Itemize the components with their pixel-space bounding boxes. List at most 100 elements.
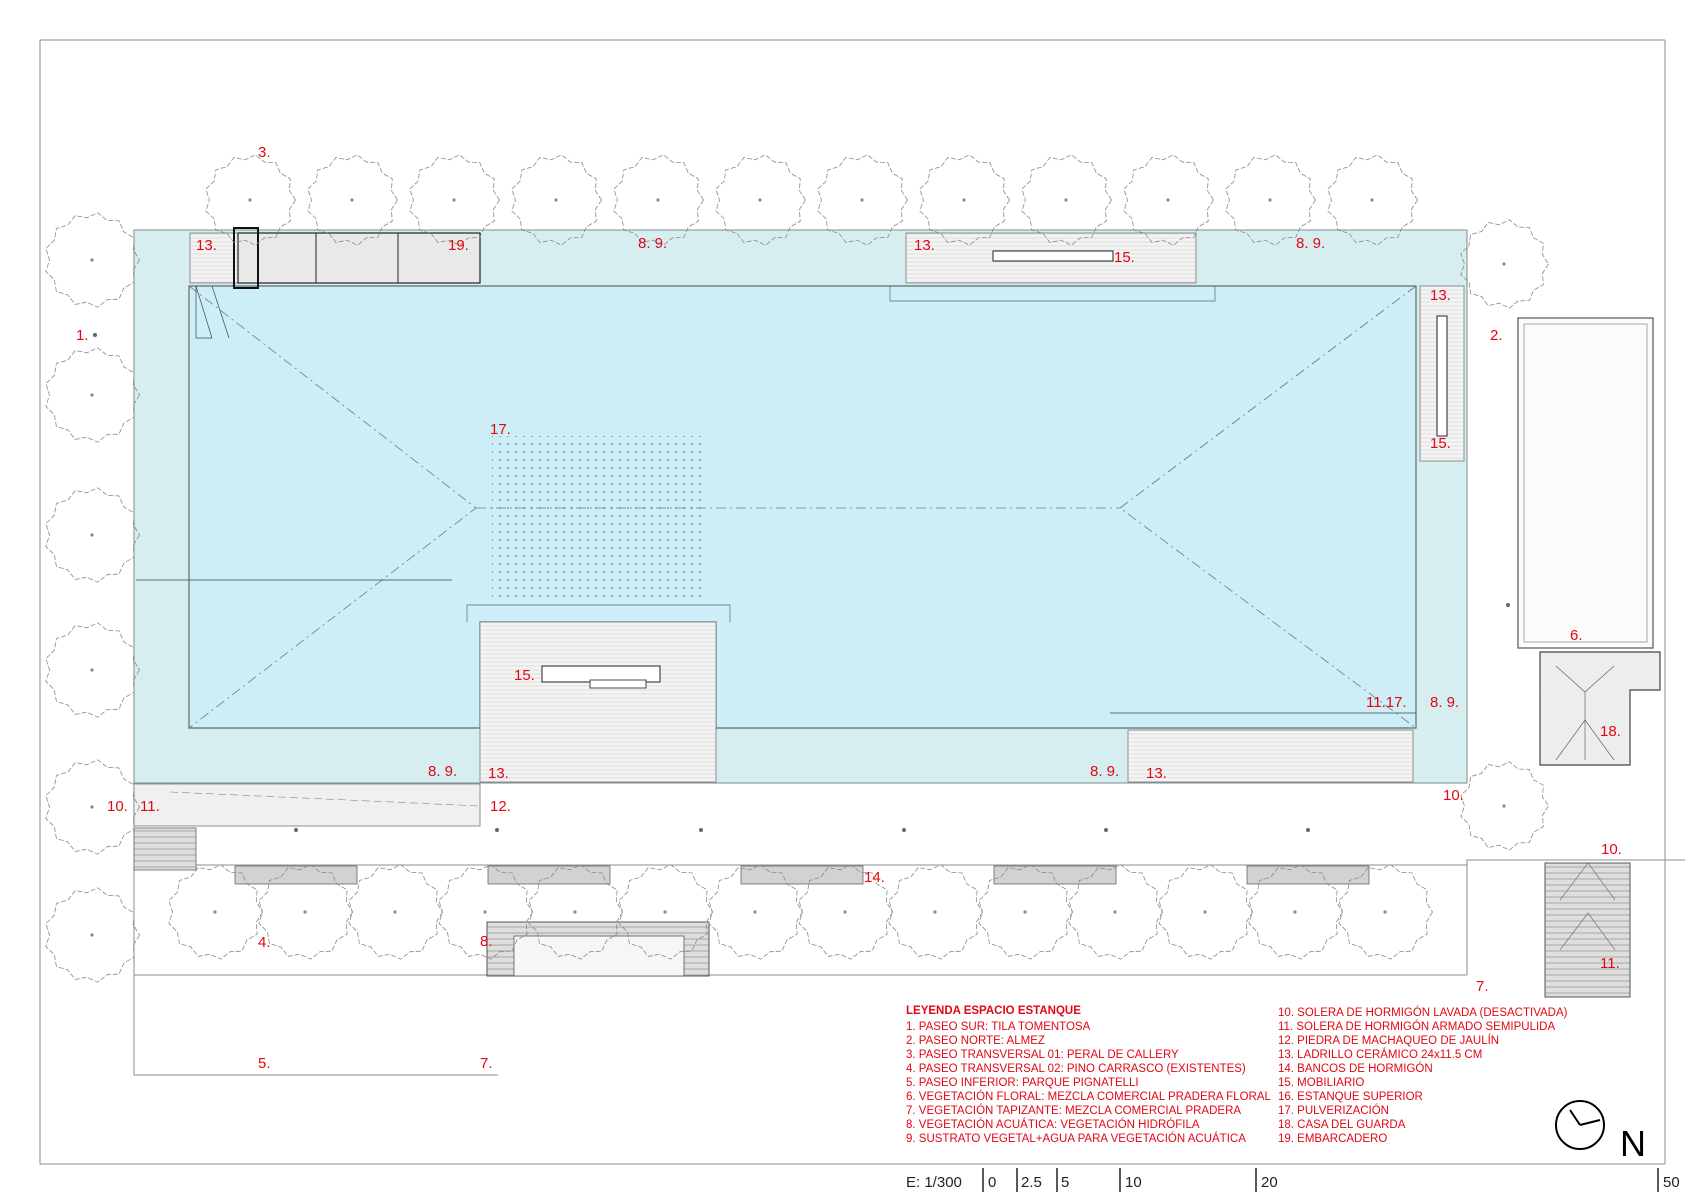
label-2: 2. xyxy=(1490,327,1503,344)
legend: LEYENDA ESPACIO ESTANQUE 1. PASEO SUR: T… xyxy=(906,1005,1568,1145)
tree-canopy-icon xyxy=(307,154,398,246)
legend-item: 12. PIEDRA DE MACHAQUEO DE JAULÍN xyxy=(1278,1034,1499,1047)
tree-trunk-icon xyxy=(248,198,252,202)
label-15: 15. xyxy=(1430,435,1451,452)
tree-canopy-icon xyxy=(613,154,704,246)
label-8-9: 8. 9. xyxy=(1090,763,1119,780)
tree-trunk-icon xyxy=(1064,198,1068,202)
tree-canopy-icon xyxy=(348,864,443,960)
tree-canopy-icon xyxy=(45,487,140,583)
legend-item: 14. BANCOS DE HORMIGÓN xyxy=(1278,1062,1433,1075)
legend-item: 17. PULVERIZACIÓN xyxy=(1278,1104,1389,1117)
tree-canopy-icon xyxy=(919,154,1010,246)
label-15: 15. xyxy=(514,667,535,684)
label-11: 11. xyxy=(1600,955,1620,972)
scale-bar: E: 1/300 0 2.5 5 10 20 50 xyxy=(906,1168,1680,1192)
tree-canopy-icon xyxy=(45,347,140,443)
pulverization-grid xyxy=(492,436,706,598)
label-13: 13. xyxy=(1146,765,1167,782)
tree-trunk-icon xyxy=(758,198,762,202)
tree-canopy-icon xyxy=(168,864,263,960)
label-13: 13. xyxy=(914,237,935,254)
trees xyxy=(45,154,1549,983)
tree-canopy-icon xyxy=(45,759,140,855)
label-8-9: 8. 9. xyxy=(1430,694,1459,711)
lamp-posts xyxy=(93,333,1510,832)
tree-trunk-icon xyxy=(1370,198,1374,202)
tree-canopy-icon xyxy=(978,864,1073,960)
label-8-9: 8. 9. xyxy=(428,763,457,780)
tree-canopy-icon xyxy=(258,864,353,960)
tree-canopy-icon xyxy=(438,864,533,960)
tree-trunk-icon xyxy=(483,910,487,914)
tree-canopy-icon xyxy=(1021,154,1112,246)
label-17: 17. xyxy=(490,421,511,438)
scale-label: E: 1/300 xyxy=(906,1174,962,1191)
label-12: 12. xyxy=(490,798,511,815)
tree-canopy-icon xyxy=(1225,154,1316,246)
tree-trunk-icon xyxy=(213,910,217,914)
tree-canopy-icon xyxy=(1123,154,1214,246)
scale-mark: 20 xyxy=(1261,1174,1278,1191)
legend-item: 16. ESTANQUE SUPERIOR xyxy=(1278,1091,1423,1103)
label-10: 10. xyxy=(1601,841,1622,858)
scale-mark: 2.5 xyxy=(1021,1174,1042,1191)
tree-canopy-icon xyxy=(528,864,623,960)
tree-trunk-icon xyxy=(656,198,660,202)
legend-item: 15. MOBILIARIO xyxy=(1278,1077,1364,1089)
tree-canopy-icon xyxy=(45,887,140,983)
sheet-frame xyxy=(39,39,1666,1165)
legend-item: 5. PASEO INFERIOR: PARQUE PIGNATELLI xyxy=(906,1077,1139,1089)
scale-mark: 50 xyxy=(1663,1174,1680,1191)
label-6: 6. xyxy=(1570,627,1583,644)
legend-item: 7. VEGETACIÓN TAPIZANTE: MEZCLA COMERCIA… xyxy=(906,1104,1241,1117)
tree-trunk-icon xyxy=(90,393,94,397)
label-19: 19. xyxy=(448,237,469,254)
legend-title: LEYENDA ESPACIO ESTANQUE xyxy=(906,1005,1081,1017)
furniture xyxy=(541,250,1448,689)
tree-trunk-icon xyxy=(1383,910,1387,914)
scale-mark: 0 xyxy=(988,1174,996,1191)
tree-trunk-icon xyxy=(843,910,847,914)
legend-item: 11. SOLERA DE HORMIGÓN ARMADO SEMIPULIDA xyxy=(1278,1020,1555,1033)
lower-steps xyxy=(486,921,710,977)
label-18: 18. xyxy=(1600,723,1621,740)
label-11: 11. xyxy=(140,798,160,815)
label-3: 3. xyxy=(258,144,271,161)
tree-canopy-icon xyxy=(205,154,296,246)
tree-trunk-icon xyxy=(554,198,558,202)
tree-canopy-icon xyxy=(409,154,500,246)
tree-trunk-icon xyxy=(90,533,94,537)
label-14: 14. xyxy=(864,869,885,886)
legend-item: 2. PASEO NORTE: ALMEZ xyxy=(906,1035,1045,1047)
legend-item: 1. PASEO SUR: TILA TOMENTOSA xyxy=(906,1021,1091,1033)
tree-trunk-icon xyxy=(452,198,456,202)
jetty xyxy=(233,227,481,289)
label-8-9: 8. 9. xyxy=(1296,235,1325,252)
tree-canopy-icon xyxy=(1327,154,1418,246)
tree-trunk-icon xyxy=(962,198,966,202)
tree-trunk-icon xyxy=(860,198,864,202)
tree-canopy-icon xyxy=(1068,864,1163,960)
legend-item: 10. SOLERA DE HORMIGÓN LAVADA (DESACTIVA… xyxy=(1278,1006,1568,1019)
scale-mark: 5 xyxy=(1061,1174,1069,1191)
label-4: 4. xyxy=(258,934,271,951)
scale-mark: 10 xyxy=(1125,1174,1142,1191)
legend-item: 4. PASEO TRANSVERSAL 02: PINO CARRASCO (… xyxy=(906,1063,1246,1075)
tree-trunk-icon xyxy=(350,198,354,202)
tree-trunk-icon xyxy=(1023,910,1027,914)
label-13: 13. xyxy=(196,237,217,254)
label-7: 7. xyxy=(1476,978,1489,995)
label-13: 13. xyxy=(1430,287,1451,304)
tree-trunk-icon xyxy=(90,805,94,809)
tree-trunk-icon xyxy=(1113,910,1117,914)
guard-house xyxy=(1539,651,1661,766)
north-arrow: N xyxy=(1555,1100,1646,1164)
legend-item: 19. EMBARCADERO xyxy=(1278,1133,1387,1145)
plan-annotations: 3. 13. 19. 8. 9. 13. 15. 8. 9. 1. 13. 2.… xyxy=(76,144,1622,1072)
tree-canopy-icon xyxy=(45,212,140,308)
tree-canopy-icon xyxy=(888,864,983,960)
tree-trunk-icon xyxy=(90,668,94,672)
tree-trunk-icon xyxy=(1203,910,1207,914)
